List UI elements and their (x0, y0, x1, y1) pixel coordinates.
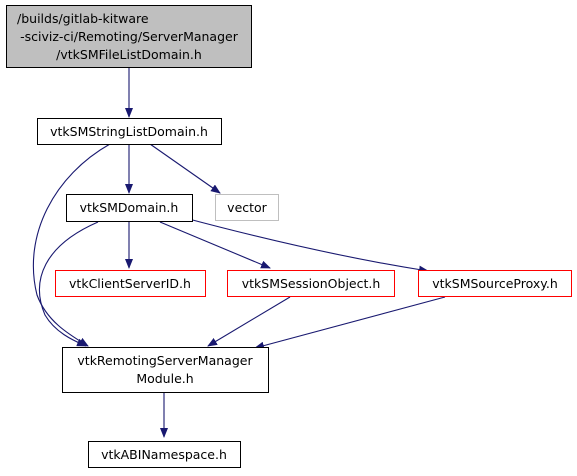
node-root-line-1: /builds/gitlab-kitware (17, 11, 149, 26)
node-root-line-2: -sciviz-ci/Remoting/ServerManager (20, 29, 239, 44)
node-session-object-label: vtkSMSessionObject.h (242, 276, 381, 291)
node-domain-box (66, 194, 193, 222)
node-vector-label: vector (227, 200, 268, 215)
edge-session-object-to-remoting-module (207, 296, 291, 347)
node-domain[interactable]: vtkSMDomain.h (66, 194, 193, 222)
node-root-box (6, 5, 252, 68)
node-abi-namespace[interactable]: vtkABINamespace.h (88, 441, 241, 468)
node-string-list-domain-label: vtkSMStringListDomain.h (50, 124, 208, 139)
edge-string-list-domain-to-remoting-module (32, 143, 111, 347)
node-remoting-module[interactable]: vtkRemotingServerManager Module.h (62, 347, 269, 393)
node-domain-label: vtkSMDomain.h (80, 200, 179, 215)
edge-domain-to-remoting-module (38, 221, 99, 347)
node-abi-namespace-label: vtkABINamespace.h (101, 447, 227, 462)
edge-string-list-domain-to-vector (149, 143, 221, 194)
edge-domain-to-source-proxy (184, 217, 429, 274)
node-remoting-module-box (62, 347, 269, 393)
node-vector-box (215, 194, 279, 221)
node-client-server-id[interactable]: vtkClientServerID.h (55, 270, 206, 297)
edge-source-proxy-to-remoting-module (254, 296, 446, 350)
node-string-list-domain[interactable]: vtkSMStringListDomain.h (37, 118, 222, 145)
node-remoting-module-line-1: vtkRemotingServerManager (77, 353, 253, 368)
node-remoting-module-line-2: Module.h (136, 371, 193, 386)
node-root-line-3: /vtkSMFileListDomain.h (56, 47, 202, 62)
nodes: /builds/gitlab-kitware -sciviz-ci/Remoti… (6, 5, 572, 468)
node-root[interactable]: /builds/gitlab-kitware -sciviz-ci/Remoti… (6, 5, 252, 68)
edge-domain-to-session-object (159, 221, 271, 269)
node-client-server-id-box (55, 270, 206, 297)
node-client-server-id-label: vtkClientServerID.h (69, 276, 191, 291)
node-source-proxy-label: vtkSMSourceProxy.h (432, 276, 558, 291)
node-session-object-box (227, 270, 395, 297)
node-vector[interactable]: vector (215, 194, 279, 221)
node-source-proxy-box (418, 270, 572, 297)
node-session-object[interactable]: vtkSMSessionObject.h (227, 270, 395, 297)
node-source-proxy[interactable]: vtkSMSourceProxy.h (418, 270, 572, 297)
node-abi-namespace-box (88, 441, 241, 468)
edges (32, 68, 446, 438)
node-string-list-domain-box (37, 118, 222, 145)
